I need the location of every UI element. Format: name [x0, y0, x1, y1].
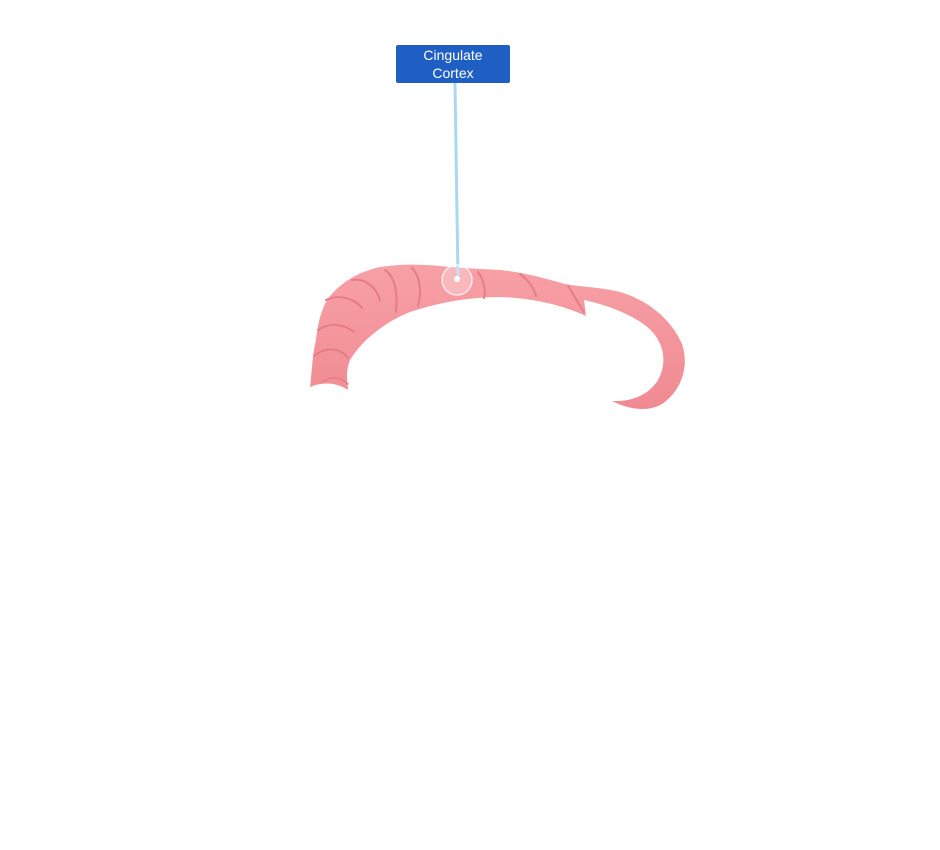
cingulate-cortex-label[interactable]: Cingulate Cortex — [396, 45, 510, 83]
cingulate-cortex-shape[interactable] — [310, 264, 685, 410]
fold-crease — [321, 377, 349, 385]
label-text: Cingulate Cortex — [423, 47, 483, 81]
fold-crease — [567, 285, 585, 313]
leader-line — [453, 82, 460, 280]
fold-crease — [325, 296, 363, 309]
fold-crease — [519, 273, 537, 297]
fold-crease — [351, 278, 381, 301]
fold-crease — [411, 267, 421, 307]
hotspot-ring-icon[interactable] — [441, 264, 473, 296]
fold-crease — [477, 271, 486, 299]
fold-crease — [317, 324, 355, 333]
fold-crease — [313, 348, 349, 359]
fold-crease — [384, 269, 398, 313]
